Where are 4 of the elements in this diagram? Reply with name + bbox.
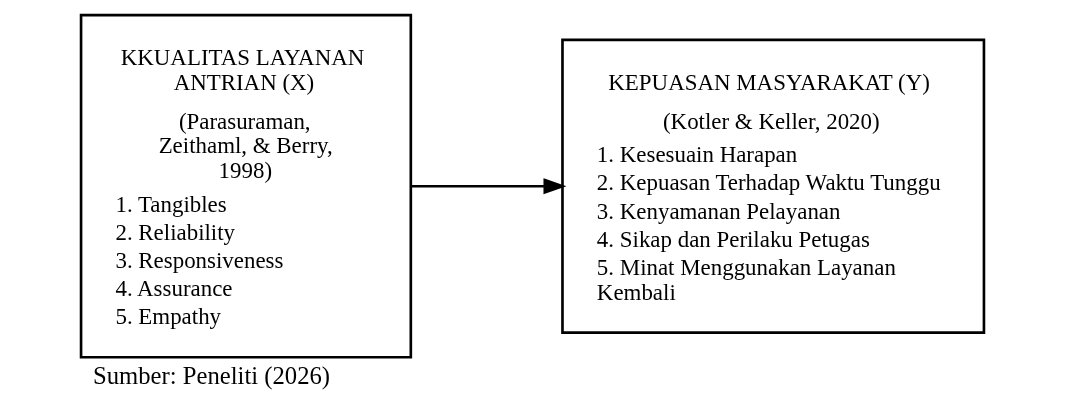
caption: Sumber: Peneliti (2026) [93,362,331,390]
node-box: KEPUASAN MASYARAKAT (Y) (Kotler & Keller, 2020) 1. Kesesuain Harapan 2. Kepuasan Terhadap Waktu Tunggu 3. Kenyamanan Pelayanan 4. Sikap dan Perilaku Petugas 5. Minat Menggunakan Layanan Kembali [561,38,986,334]
node-box: KKUALITAS LAYANAN ANTRIAN (X) (Parasuraman, Zeithaml, & Berry, 1998) 1. Tangibles 2. Reliability 3. Responsiveness 4. Assurance 5. Empathy [79,13,413,359]
arrow [411,178,567,195]
